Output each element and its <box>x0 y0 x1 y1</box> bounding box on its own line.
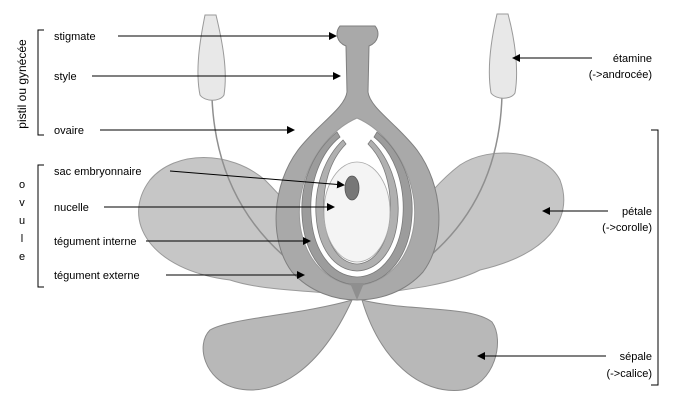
label-ovaire: ovaire <box>54 125 84 137</box>
pistil-bracket <box>38 30 44 135</box>
ovule-bracket <box>38 165 44 287</box>
label-stigmate: stigmate <box>54 31 96 43</box>
sepal-right <box>362 300 498 390</box>
nucellus <box>324 162 390 262</box>
sepal-left <box>203 300 352 390</box>
ovule-group-label: o v u l e <box>19 179 25 263</box>
label-etamine-group: (->androcée) <box>589 69 652 81</box>
label-etamine: étamine <box>613 53 652 65</box>
label-sepale-group: (->calice) <box>606 368 652 380</box>
label-tegument-interne: tégument interne <box>54 236 137 248</box>
label-style: style <box>54 71 77 83</box>
anther-left <box>198 15 225 100</box>
flower-parts-bracket <box>651 130 658 385</box>
label-petale: pétale <box>622 206 652 218</box>
svg-text:l: l <box>21 233 23 245</box>
label-tegument-externe: tégument externe <box>54 270 140 282</box>
svg-text:v: v <box>19 197 25 209</box>
svg-text:u: u <box>19 215 25 227</box>
label-nucelle: nucelle <box>54 202 89 214</box>
label-sac-embryonnaire: sac embryonnaire <box>54 166 141 178</box>
label-sepale: sépale <box>620 351 652 363</box>
svg-text:e: e <box>19 251 25 263</box>
embryo-sac <box>345 176 359 200</box>
anther-right <box>489 14 516 98</box>
pistil-group-label: pistil ou gynécée <box>15 39 29 129</box>
svg-text:o: o <box>19 179 25 191</box>
label-petale-group: (->corolle) <box>602 222 652 234</box>
